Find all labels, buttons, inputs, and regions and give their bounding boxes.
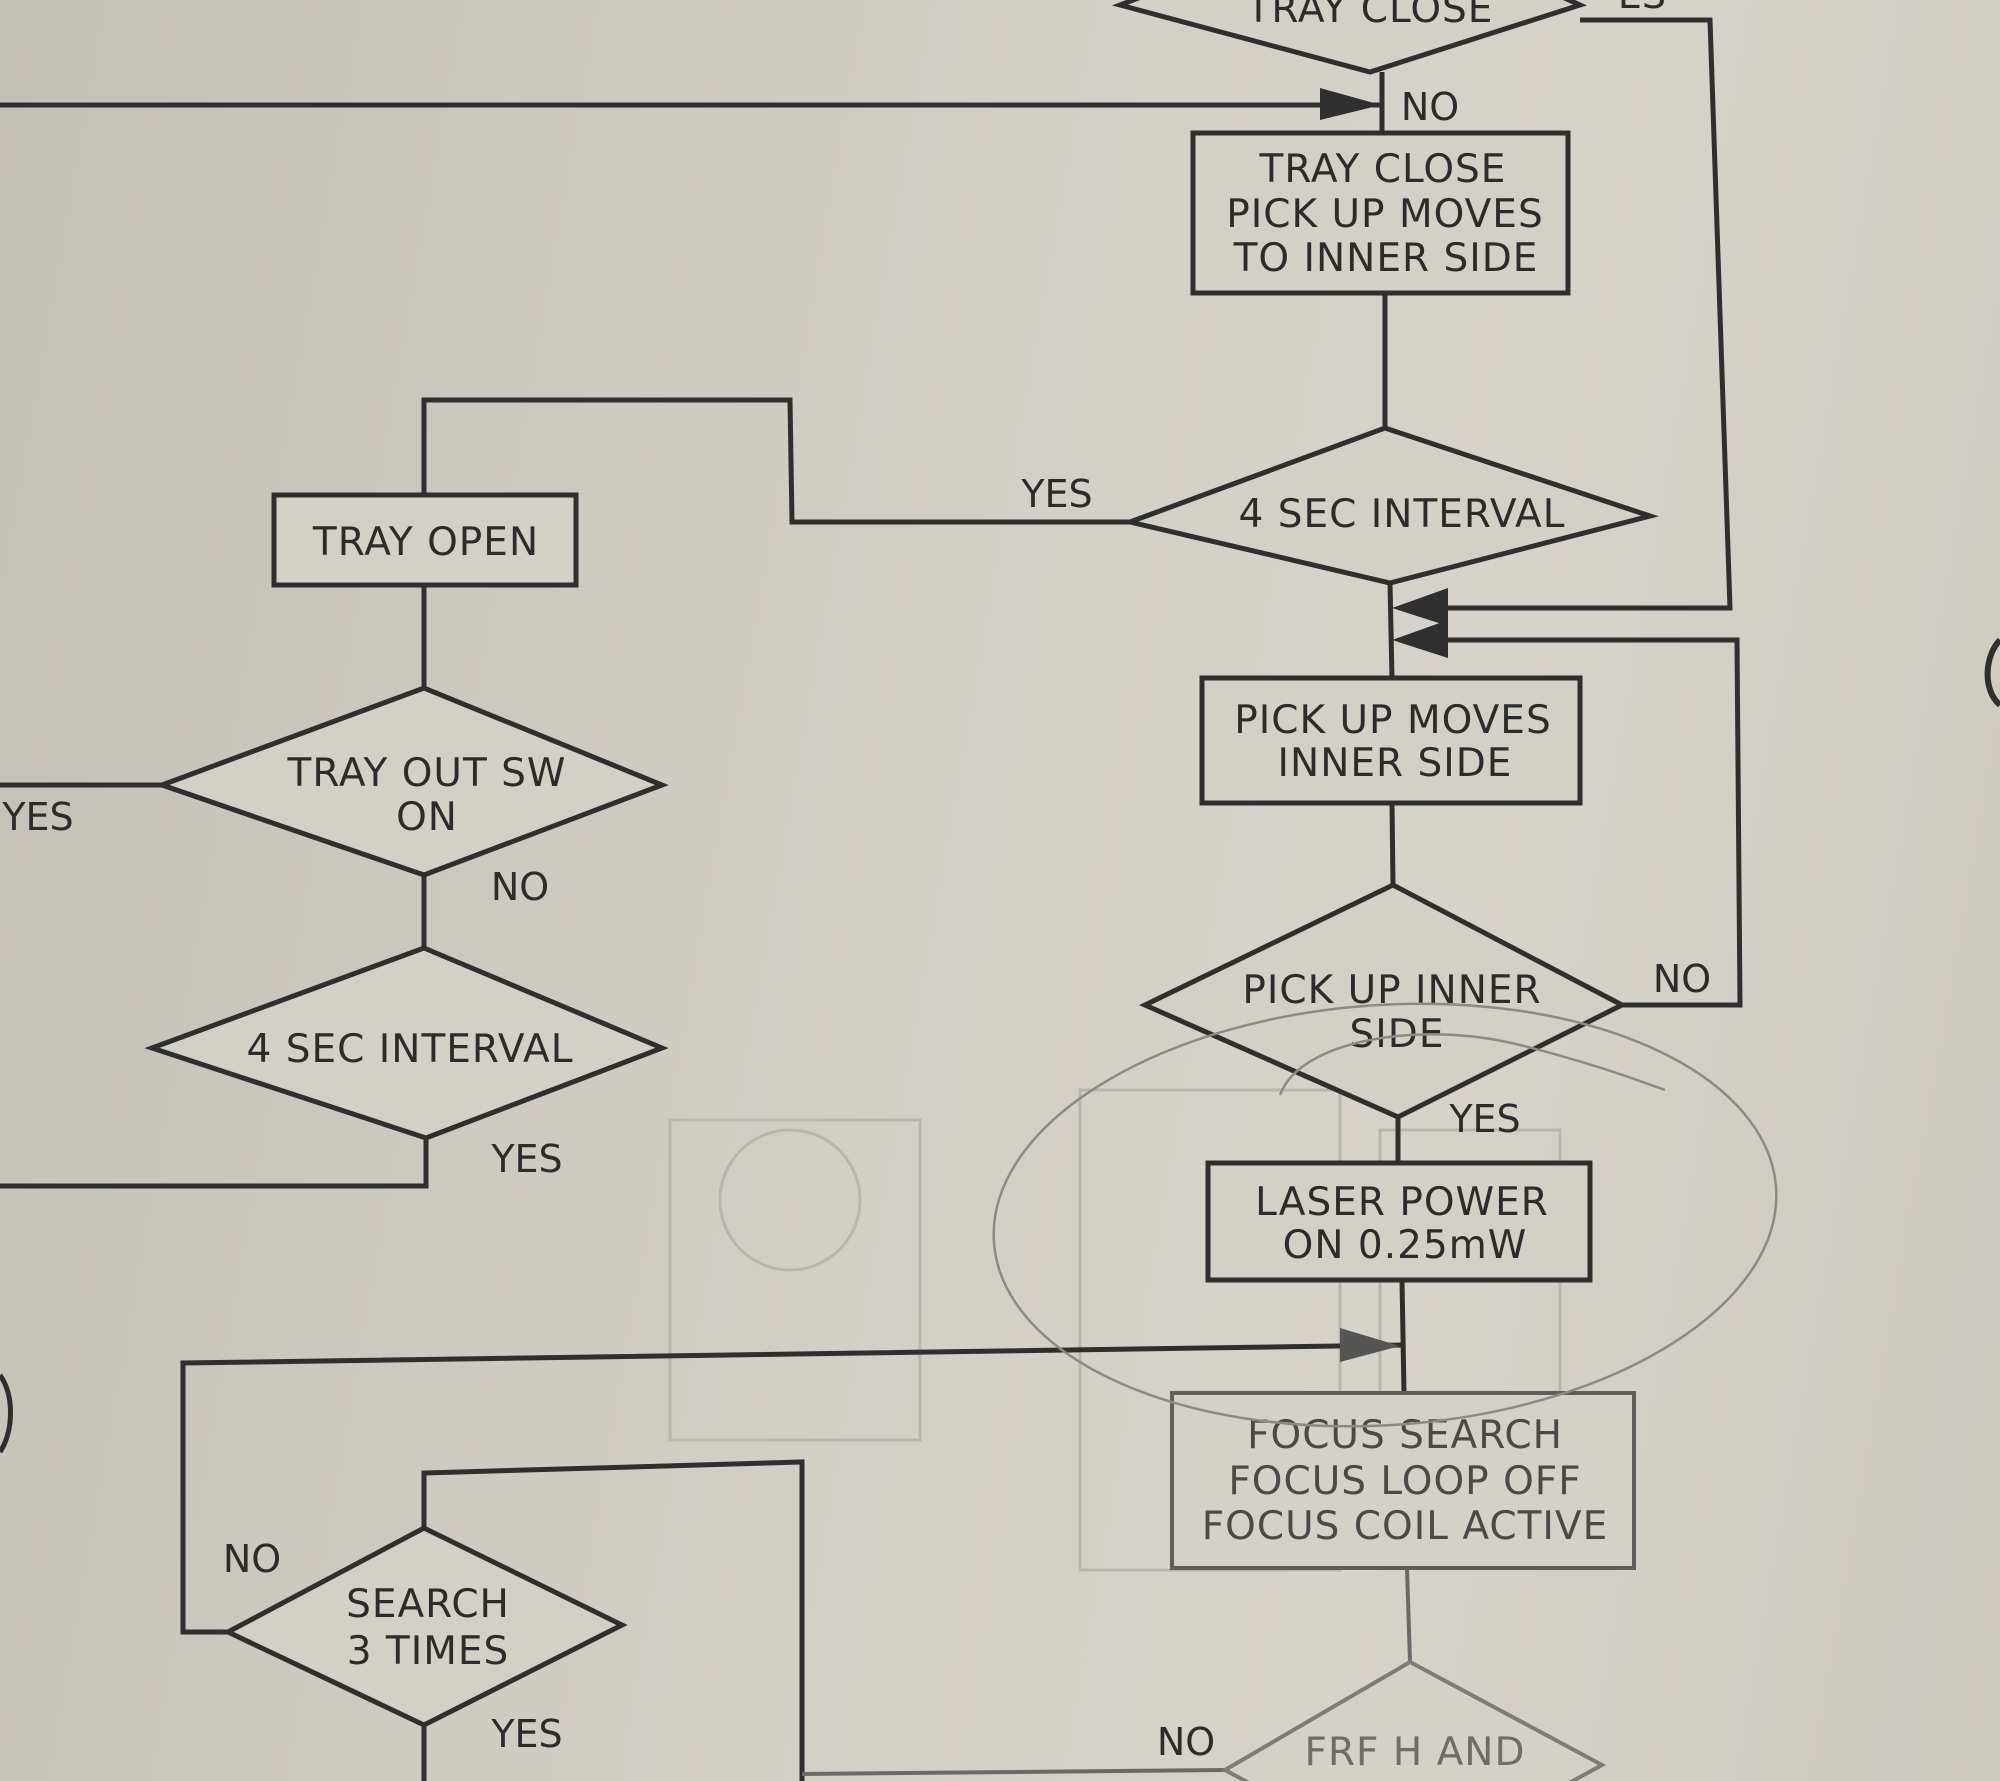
decision-pickup-inner-side: PICK UP INNER SIDE [1139,882,1628,1120]
connector-interval-yes-to-tray-open [421,397,1130,525]
label-pickup-inner-yes: YES [1448,1097,1520,1141]
connector-laser-to-focus [1399,1279,1407,1394]
decision-tray-close-top: TRAY CLOSE [1111,0,1587,75]
decision-search-3-times-line-1: SEARCH [346,1582,510,1627]
label-search-no: NO [223,1537,281,1581]
edge-labels: ES NO YES YES NO NO YES YES NO YES NO [1,0,1711,1764]
decision-frf-h-and-text: FRF H AND [1305,1730,1526,1775]
process-laser-power-line-2: ON 0.25mW [1283,1223,1528,1268]
label-pickup-inner-no: NO [1653,957,1711,1001]
arrow-into-tray-close-column [1320,88,1381,120]
decision-search-3-times: SEARCH 3 TIMES [222,1525,628,1728]
connector-search-top-loop [421,1459,805,1781]
process-tray-close-line-3: TO INNER SIDE [1233,236,1539,281]
decision-frf-h-and: FRF H AND [1220,1659,1607,1781]
decision-tray-out-sw-line-2: ON [396,795,458,840]
process-tray-close-line-2: PICK UP MOVES [1226,192,1543,237]
process-focus-search-line-1: FOCUS SEARCH [1247,1413,1563,1458]
process-focus-search-line-2: FOCUS LOOP OFF [1228,1459,1581,1504]
label-tray-out-sw-yes: YES [1,795,73,839]
label-top-yes-partial: ES [1618,0,1666,17]
connector-search-no-loop [180,1342,1405,1635]
arrow-search-loop-into-focus [1340,1328,1400,1362]
connector-lines [0,17,1743,1781]
pencil-circle-annotation [992,1002,1778,1428]
decision-4-sec-interval-left-text: 4 SEC INTERVAL [247,1027,574,1072]
arrowheads [1320,88,1448,1362]
page-edge-arc-right [1984,637,2000,708]
process-focus-search-line-3: FOCUS COIL ACTIVE [1202,1504,1609,1549]
label-tray-close-no: NO [1401,85,1459,129]
connector-interval-to-pickup-moves [1387,582,1395,679]
label-search-yes: YES [490,1712,562,1756]
process-laser-power: LASER POWER ON 0.25mW [1205,1160,1593,1283]
label-frf-no: NO [1157,1720,1215,1764]
label-interval-right-yes: YES [1020,472,1092,516]
process-laser-power-line-1: LASER POWER [1255,1180,1549,1225]
connector-pickup-to-decision [1389,802,1396,886]
arrow-no-loop-into-column [1392,620,1448,658]
arrow-yes-loop-into-column [1392,588,1448,626]
label-tray-out-sw-no: NO [491,865,549,909]
decision-tray-out-sw: TRAY OUT SW ON [154,685,669,878]
connector-focus-to-frf [1405,1567,1412,1663]
connector-frf-no [801,1768,1226,1776]
process-tray-close-line-1: TRAY CLOSE [1259,147,1507,192]
process-focus-search: FOCUS SEARCH FOCUS LOOP OFF FOCUS COIL A… [1170,1391,1636,1570]
decision-search-3-times-line-2: 3 TIMES [347,1629,510,1674]
connector-pickup-inner-no-loop [1412,637,1743,1008]
decision-4-sec-interval-left: 4 SEC INTERVAL [144,945,669,1141]
decision-tray-out-sw-line-1: TRAY OUT SW [287,751,567,796]
label-interval-left-yes: YES [490,1137,562,1181]
decision-4-sec-interval-right: 4 SEC INTERVAL [1121,425,1659,586]
process-pickup-moves-inner-line-2: INNER SIDE [1278,741,1513,786]
decision-tray-close-top-text: TRAY CLOSE [1246,0,1494,32]
page-edge-arc [0,1373,13,1454]
process-pickup-moves-inner-line-1: PICK UP MOVES [1234,698,1551,743]
process-tray-close: TRAY CLOSE PICK UP MOVES TO INNER SIDE [1190,130,1571,296]
decision-4-sec-interval-right-text: 4 SEC INTERVAL [1239,492,1566,537]
process-tray-open: TRAY OPEN [271,492,579,588]
process-tray-open-text: TRAY OPEN [312,520,539,565]
connector-tray-close-yes-loop [1412,17,1733,611]
connector-left-interval-yes [0,1138,429,1189]
process-pickup-moves-inner: PICK UP MOVES INNER SIDE [1199,675,1583,806]
decision-pickup-inner-side-line-1: PICK UP INNER [1242,968,1541,1013]
